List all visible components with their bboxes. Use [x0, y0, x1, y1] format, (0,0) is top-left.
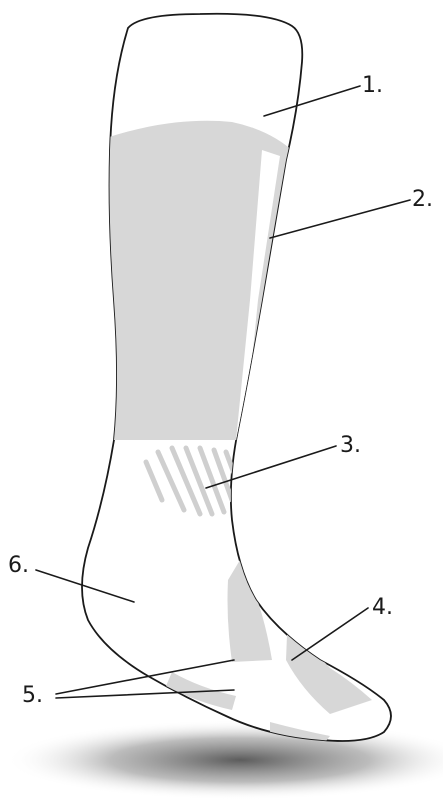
- callout-label-1: 1.: [362, 73, 383, 98]
- callout-label-5: 5.: [22, 683, 43, 708]
- callout-label-4: 4.: [372, 595, 393, 620]
- leader-line-4: [292, 608, 368, 660]
- callout-label-2: 2.: [412, 187, 433, 212]
- callout-label-6: 6.: [8, 553, 29, 578]
- leader-line-2: [270, 200, 410, 238]
- callout-label-3: 3.: [340, 433, 361, 458]
